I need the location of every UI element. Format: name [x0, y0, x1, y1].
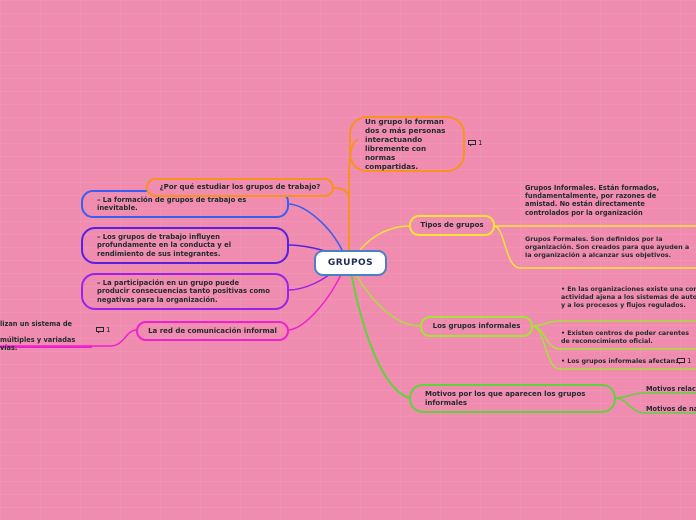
- leaf-types-informal[interactable]: Grupos Informales. Están formados, funda…: [525, 184, 660, 217]
- node-motives-label: Motivos por los que aparecen los grupos …: [425, 389, 586, 407]
- comment-icon: [96, 326, 104, 333]
- root-node-label: GRUPOS: [327, 258, 374, 268]
- node-informal-groups[interactable]: Los grupos informales: [420, 316, 533, 337]
- node-reason-2[interactable]: – Los grupos de trabajo influyen profund…: [81, 227, 289, 264]
- leaf-informal-2[interactable]: • Existen centros de poder carentes de r…: [561, 330, 690, 345]
- comment-badge-informal-network[interactable]: 1: [96, 326, 110, 334]
- comment-icon: [468, 139, 476, 146]
- node-definition[interactable]: Un grupo lo forman dos o más personas in…: [349, 116, 465, 172]
- node-informal-network[interactable]: La red de comunicación informal: [136, 321, 289, 341]
- node-informal-groups-label: Los grupos informales: [432, 322, 521, 331]
- leaf-motives-2[interactable]: Motivos de naturaleza: [646, 405, 696, 413]
- leaf-informal-1[interactable]: • En las organizaciones existe una consi…: [561, 286, 696, 309]
- node-reason-3-label: – La participación en un grupo puede pro…: [97, 278, 270, 304]
- node-reason-1-label: – La formación de grupos de trabajo es i…: [97, 195, 247, 212]
- comment-icon: [677, 357, 685, 364]
- comment-badge-informal-3[interactable]: 1: [677, 357, 691, 365]
- node-why-study-label: ¿Por qué estudiar los grupos de trabajo?: [159, 183, 321, 192]
- comment-badge-definition[interactable]: 1: [468, 139, 482, 147]
- leaf-informal-network-text[interactable]: lizan un sistema de múltiples y variadas…: [0, 320, 76, 353]
- root-node[interactable]: GRUPOS: [314, 250, 387, 276]
- node-types[interactable]: Tipos de grupos: [409, 215, 495, 236]
- node-why-study[interactable]: ¿Por qué estudiar los grupos de trabajo?: [146, 178, 334, 197]
- leaf-informal-3[interactable]: • Los grupos informales afectan:: [561, 358, 678, 365]
- node-reason-2-label: – Los grupos de trabajo influyen profund…: [97, 232, 232, 258]
- node-types-label: Tipos de grupos: [420, 221, 484, 230]
- leaf-types-formal[interactable]: Grupos Formales. Son definidos por la or…: [525, 235, 690, 259]
- node-reason-3[interactable]: – La participación en un grupo puede pro…: [81, 273, 289, 310]
- leaf-motives-1[interactable]: Motivos relacionados: [646, 385, 696, 393]
- node-motives[interactable]: Motivos por los que aparecen los grupos …: [409, 384, 616, 413]
- node-definition-label: Un grupo lo forman dos o más personas in…: [365, 117, 446, 171]
- node-informal-network-label: La red de comunicación informal: [148, 326, 277, 335]
